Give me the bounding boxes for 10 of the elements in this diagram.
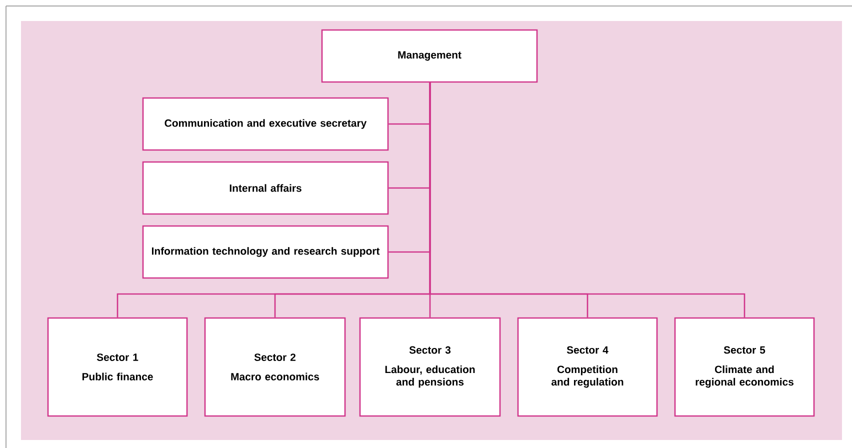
sector-box: Sector 1 Public finance xyxy=(47,317,188,417)
sector-box: Sector 3 Labour, education and pensions xyxy=(359,317,501,417)
unit-box: Information technology and research support xyxy=(142,225,389,279)
sector-box: Sector 4 Competition and regulation xyxy=(517,317,658,417)
unit-box: Communication and executive secretary xyxy=(142,97,389,151)
sector-box: Sector 5 Climate and regional economics xyxy=(674,317,815,417)
unit-box: Internal affairs xyxy=(142,161,389,215)
connector-line xyxy=(429,82,746,318)
management-box: Management xyxy=(321,29,538,83)
sector-box: Sector 2 Macro economics xyxy=(204,317,346,417)
